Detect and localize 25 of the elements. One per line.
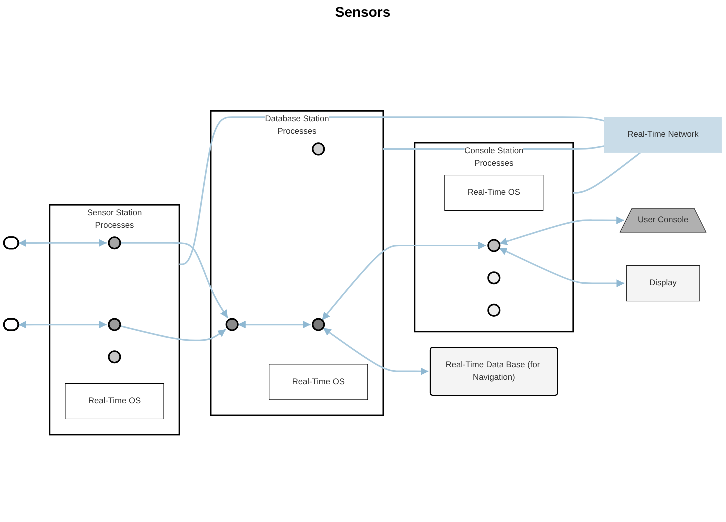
arrow — [238, 320, 311, 329]
arrow — [499, 216, 624, 246]
arrow — [322, 242, 486, 321]
node-circle — [312, 318, 326, 332]
node-box: Real-Time Network — [604, 117, 722, 154]
node-circle — [108, 318, 122, 332]
arrow — [322, 328, 429, 376]
node-circle — [312, 142, 326, 156]
arrow — [18, 239, 107, 248]
arrow — [120, 325, 227, 342]
node-circle — [226, 318, 239, 332]
arrow — [499, 248, 625, 288]
node-circle — [488, 239, 501, 252]
node-box: Display — [626, 266, 700, 302]
node-circle — [108, 236, 122, 250]
node-circle — [488, 272, 501, 285]
group-label: Sensors — [335, 4, 391, 20]
node-box: Real-Time OS — [269, 364, 368, 400]
node-box: Real-Time OS — [65, 384, 164, 420]
node-box: Real-Time OS — [444, 175, 544, 212]
arrow — [120, 242, 229, 319]
node-circle — [488, 304, 501, 317]
arrow — [18, 320, 107, 329]
connector — [573, 152, 642, 194]
node-circle — [108, 350, 122, 364]
